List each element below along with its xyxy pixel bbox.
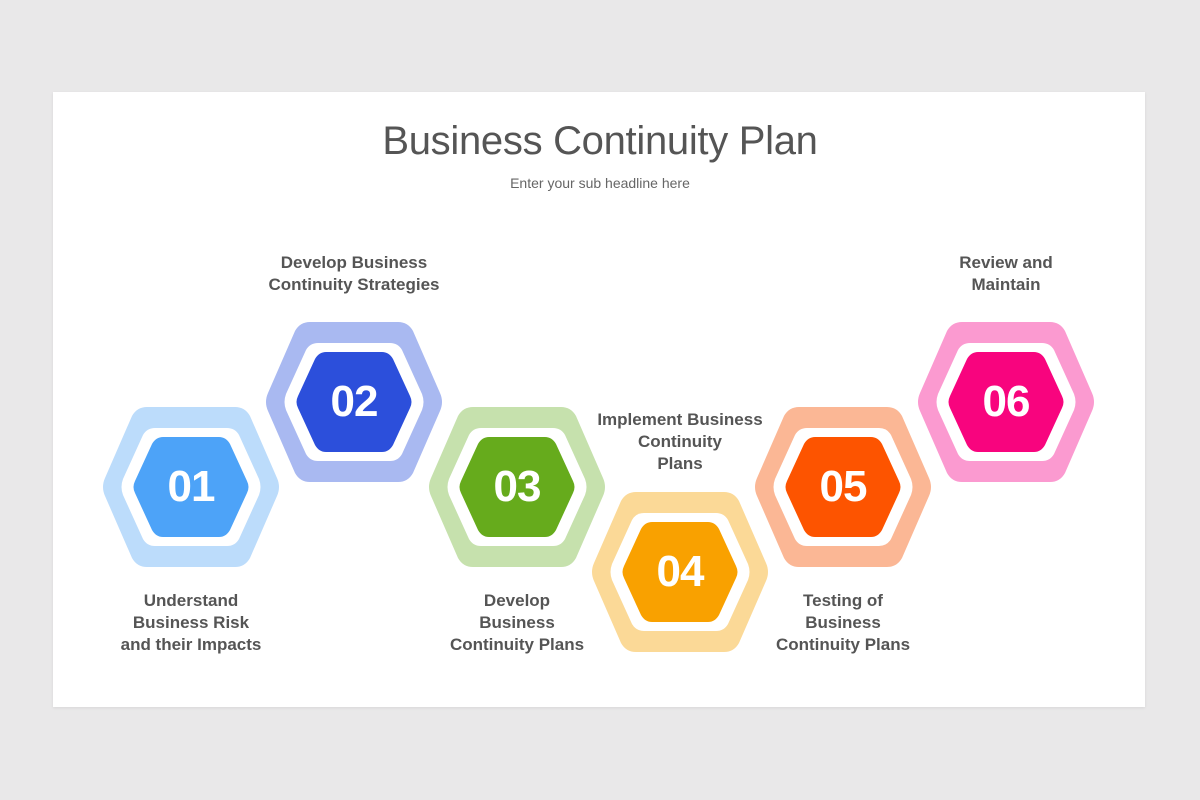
step-number: 02 xyxy=(330,377,379,426)
hexagon-icon xyxy=(103,407,279,567)
step-06-label: Review and Maintain xyxy=(959,253,1053,294)
step-01-hexagon: 01 xyxy=(99,403,283,571)
hexagon-icon xyxy=(755,407,931,567)
step-04-label: Implement Business Continuity Plans xyxy=(597,410,763,473)
step-number: 05 xyxy=(819,462,868,511)
step-02-label: Develop Business Continuity Strategies xyxy=(268,253,440,294)
step-01-label: Understand Business Risk and their Impac… xyxy=(120,591,262,654)
hexagon-icon xyxy=(592,492,768,652)
step-05-label: Testing of Business Continuity Plans xyxy=(775,591,911,654)
hexagon-icon xyxy=(266,322,442,482)
page-title: Business Continuity Plan xyxy=(382,119,818,163)
step-number: 03 xyxy=(493,462,542,511)
step-03-label: Develop Business Continuity Plans xyxy=(449,591,585,654)
step-number: 01 xyxy=(167,462,216,511)
step-05-hexagon: 05 xyxy=(751,403,935,571)
step-number: 04 xyxy=(656,547,705,596)
hexagon-icon xyxy=(429,407,605,567)
hexagon-icon xyxy=(918,322,1094,482)
step-04-hexagon: 04 xyxy=(588,488,772,656)
step-03-hexagon: 03 xyxy=(425,403,609,571)
step-02-hexagon: 02 xyxy=(262,318,446,486)
sub-headline: Enter your sub headline here xyxy=(510,175,690,191)
step-06-hexagon: 06 xyxy=(914,318,1098,486)
step-number: 06 xyxy=(982,377,1031,426)
